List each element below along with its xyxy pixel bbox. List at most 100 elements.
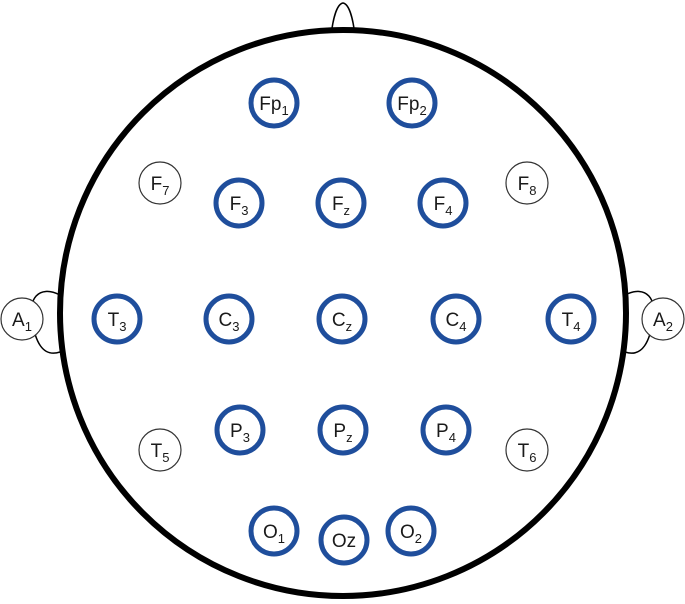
- electrode-label-base: F: [518, 174, 530, 195]
- electrode-label-base: P: [333, 421, 346, 442]
- electrode-pz: Pz: [317, 404, 369, 456]
- electrode-label: F4: [434, 194, 453, 218]
- electrode-label: C3: [219, 310, 240, 334]
- electrode-ring-passive: [505, 428, 549, 472]
- electrode-label: F8: [518, 174, 537, 198]
- electrode-t5: T5: [138, 428, 182, 472]
- electrode-label-base: P: [230, 421, 243, 442]
- electrode-ring-passive: [138, 161, 182, 205]
- electrode-label-subscript: z: [344, 203, 351, 218]
- electrode-label: T4: [562, 310, 581, 334]
- electrode-ring-active: [214, 404, 266, 456]
- electrode-label-subscript: 2: [666, 319, 673, 334]
- electrode-ring-active: [248, 77, 300, 129]
- electrode-ring-active: [417, 177, 469, 229]
- electrode-t3: T3: [91, 293, 143, 345]
- electrode-label-base: F: [434, 194, 446, 215]
- electrode-label: Fz: [332, 194, 350, 218]
- electrode-f7: F7: [138, 161, 182, 205]
- electrode-o1: O1: [248, 505, 300, 557]
- electrode-label: T5: [151, 441, 170, 465]
- electrode-label-subscript: 1: [281, 103, 288, 118]
- electrode-ring-active: [248, 505, 300, 557]
- electrode-label-subscript: 4: [573, 319, 580, 334]
- electrode-label: C4: [446, 310, 467, 334]
- electrode-ring-active: [203, 293, 255, 345]
- electrode-label: O1: [263, 522, 285, 546]
- electrode-label-base: A: [653, 310, 666, 331]
- electrode-label: T3: [108, 310, 127, 334]
- electrode-label-subscript: 2: [419, 103, 426, 118]
- electrode-ring-active: [386, 77, 438, 129]
- electrode-label-subscript: 1: [25, 319, 32, 334]
- electrode-label-subscript: 6: [529, 450, 536, 465]
- electrode-label-subscript: 5: [162, 450, 169, 465]
- electrode-label: T6: [518, 441, 537, 465]
- electrode-ring-active: [430, 293, 482, 345]
- electrode-ring-active: [91, 293, 143, 345]
- electrode-ring-active: [316, 293, 368, 345]
- electrode-label: A1: [12, 310, 32, 334]
- electrode-label-subscript: z: [346, 430, 353, 445]
- electrode-fz: Fz: [315, 177, 367, 229]
- electrode-label-subscript: 3: [243, 430, 250, 445]
- electrode-ring-passive: [138, 428, 182, 472]
- electrode-label: Fp1: [259, 94, 288, 118]
- electrode-label-base: T: [518, 441, 530, 462]
- electrode-label-subscript: 3: [241, 203, 248, 218]
- electrode-label-base: F: [230, 194, 242, 215]
- electrode-label-base: A: [12, 310, 25, 331]
- electrode-label-base: C: [446, 310, 460, 331]
- electrode-ring-active: [317, 404, 369, 456]
- electrode-label-base: F: [332, 194, 344, 215]
- electrode-label-subscript: 2: [415, 531, 422, 546]
- electrode-fp2: Fp2: [386, 77, 438, 129]
- electrode-c4: C4: [430, 293, 482, 345]
- electrode-label-base: T: [108, 310, 120, 331]
- electrode-label-subscript: 4: [445, 203, 452, 218]
- electrode-label-base: Fp: [397, 94, 419, 115]
- electrode-cz: Cz: [316, 293, 368, 345]
- electrode-label: P4: [436, 421, 456, 445]
- electrode-label-base: C: [332, 310, 346, 331]
- electrode-label-subscript: z: [346, 319, 353, 334]
- electrode-ring-active: [385, 505, 437, 557]
- electrode-label-base: C: [219, 310, 233, 331]
- electrode-label-subscript: 3: [232, 319, 239, 334]
- electrode-label: O2: [400, 522, 422, 546]
- electrode-label-base: F: [151, 174, 163, 195]
- electrode-label: Pz: [333, 421, 352, 445]
- electrode-a1: A1: [0, 297, 44, 341]
- electrode-oz: Oz: [318, 514, 370, 566]
- electrode-label: P3: [230, 421, 250, 445]
- electrode-label-subscript: 1: [278, 531, 285, 546]
- electrode-label-subscript: 4: [459, 319, 466, 334]
- electrode-f3: F3: [213, 177, 265, 229]
- electrode-label: Fp2: [397, 94, 426, 118]
- electrode-label-base: O: [263, 522, 278, 543]
- electrode-ring-passive: [641, 297, 685, 341]
- electrode-label: Oz: [332, 531, 356, 552]
- electrode-ring-active: [318, 514, 370, 566]
- electrode-label: F7: [151, 174, 170, 198]
- electrode-ring-passive: [0, 297, 44, 341]
- electrode-label-subscript: 8: [529, 183, 536, 198]
- electrode-p3: P3: [214, 404, 266, 456]
- electrode-f4: F4: [417, 177, 469, 229]
- electrode-t6: T6: [505, 428, 549, 472]
- electrode-ring-active: [545, 293, 597, 345]
- electrode-ring-active: [315, 177, 367, 229]
- electrode-label: Cz: [332, 310, 352, 334]
- electrode-label-base: T: [562, 310, 574, 331]
- electrode-label-subscript: 4: [449, 430, 456, 445]
- electrode-fp1: Fp1: [248, 77, 300, 129]
- electrode-a2: A2: [641, 297, 685, 341]
- electrode-label-base: P: [436, 421, 449, 442]
- electrode-label-base: Oz: [332, 531, 356, 552]
- electrode-ring-active: [420, 404, 472, 456]
- electrode-label-subscript: 3: [119, 319, 126, 334]
- electrode-label-base: O: [400, 522, 415, 543]
- electrode-label: A2: [653, 310, 673, 334]
